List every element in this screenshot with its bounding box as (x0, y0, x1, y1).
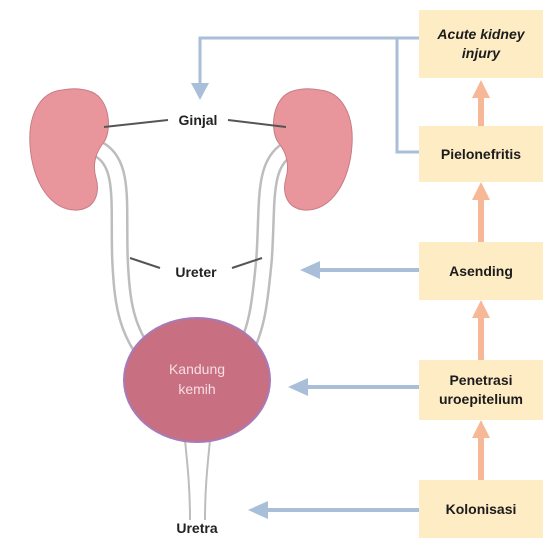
arrow-colonization-to-urethra (248, 501, 419, 519)
penetration-line1: Penetrasi (439, 371, 523, 390)
arrow-penetration-to-bladder (288, 378, 419, 396)
left-kidney (30, 89, 109, 210)
kidney-arrowhead (191, 83, 209, 100)
acute-line2: injury (437, 44, 524, 63)
bladder-label: Kandung kemih (147, 360, 247, 399)
step-pyelonephritis: Pielonefritis (419, 126, 543, 182)
bladder-label-line2: kemih (147, 380, 247, 400)
step-colonization: Kolonisasi (419, 480, 543, 538)
ureter-leader-left (130, 258, 160, 268)
kidney-label: Ginjal (168, 112, 228, 128)
urethra-label: Uretra (165, 520, 229, 536)
step-acute-kidney-injury: Acute kidney injury (419, 10, 543, 78)
step-penetration: Penetrasi uroepitelium (419, 360, 543, 420)
acute-line1: Acute kidney (437, 25, 524, 44)
urethra-tube (185, 440, 190, 520)
bladder-label-line1: Kandung (147, 360, 247, 380)
step-ascending: Asending (419, 242, 543, 300)
ureter-label: Ureter (160, 264, 232, 280)
kidney-leader-left (104, 120, 168, 127)
right-kidney (274, 89, 353, 210)
arrow-ascending-to-ureter (300, 261, 419, 279)
penetration-line2: uroepitelium (439, 390, 523, 409)
